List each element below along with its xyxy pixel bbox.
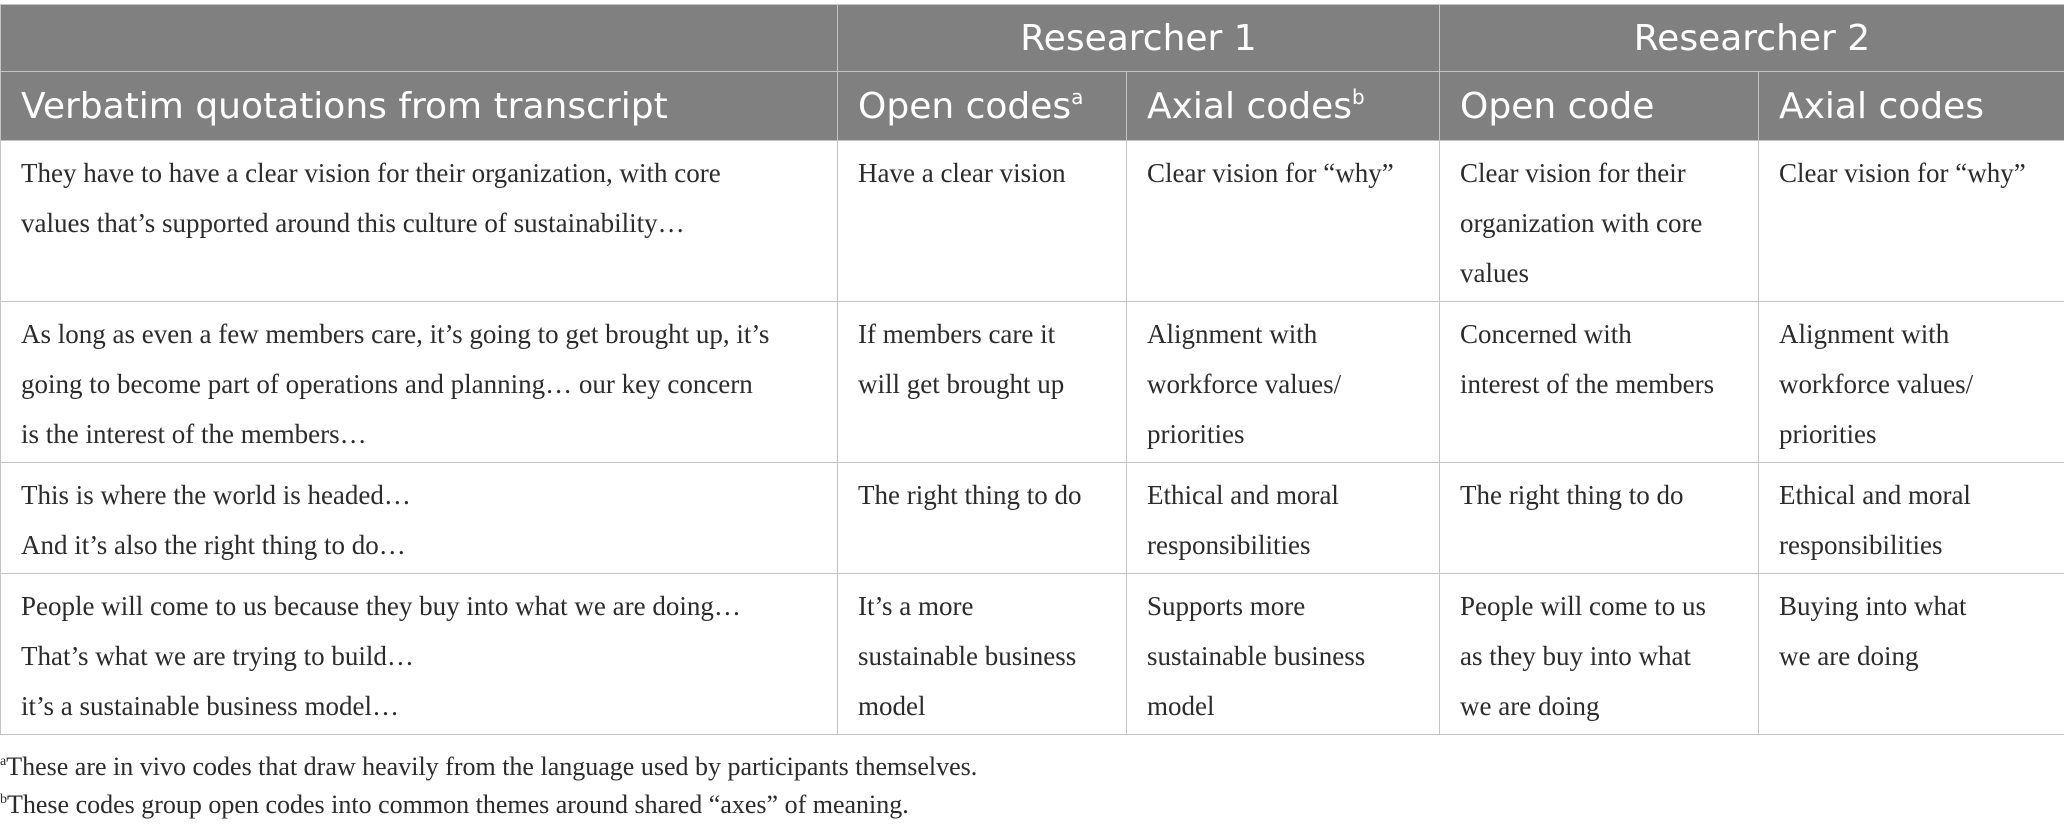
footnote-a: aThese are in vivo codes that draw heavi…	[0, 748, 977, 786]
cell-text-line: And it’s also the right thing to do…	[21, 530, 406, 560]
footnote-mark-b: b	[1352, 84, 1365, 109]
footnote-mark-a: a	[1071, 84, 1084, 109]
table-row: They have to have a clear vision for the…	[0, 140, 2064, 302]
cell-text-line: organization with core	[1460, 208, 1703, 238]
r2-open-code-cell: Clear vision for their organization with …	[1439, 140, 1759, 302]
cell-text-line: responsibilities	[1147, 530, 1311, 560]
table-body: They have to have a clear vision for the…	[0, 140, 2064, 735]
cell-text-line: Clear vision for “why”	[1779, 158, 2026, 188]
column-header-r1-axial: Axial codesb	[1126, 71, 1440, 141]
column-header-r1-open-label: Open codes	[858, 85, 1072, 127]
cell-text-line: model	[858, 691, 926, 721]
r1-open-code-cell: If members care it will get brought up	[837, 301, 1127, 463]
r2-open-code-cell: People will come to us as they buy into w…	[1439, 573, 1759, 735]
cell-text-line: That’s what we are trying to build…	[21, 641, 414, 671]
r1-axial-code-cell: Supports more sustainable business model	[1126, 573, 1440, 735]
column-header-quotes-label: Verbatim quotations from transcript	[21, 85, 668, 127]
footnotes: aThese are in vivo codes that draw heavi…	[0, 748, 977, 824]
cell-text-line: As long as even a few members care, it’s…	[21, 319, 770, 349]
footnote-b-mark: b	[0, 792, 7, 807]
cell-text-line: Clear vision for “why”	[1147, 158, 1394, 188]
cell-text-line: It’s a more	[858, 591, 974, 621]
table-row: As long as even a few members care, it’s…	[0, 301, 2064, 463]
quote-cell: This is where the world is headed… And it…	[0, 462, 838, 574]
footnote-a-mark: a	[0, 754, 7, 769]
table-row: People will come to us because they buy …	[0, 573, 2064, 735]
cell-text-line: sustainable business	[858, 641, 1077, 671]
cell-text-line: The right thing to do	[858, 480, 1082, 510]
column-header-r2-axial: Axial codes	[1758, 71, 2064, 141]
cell-text-line: responsibilities	[1779, 530, 1943, 560]
table-row: This is where the world is headed… And it…	[0, 462, 2064, 574]
quote-cell: As long as even a few members care, it’s…	[0, 301, 838, 463]
cell-text-line: Concerned with	[1460, 319, 1632, 349]
cell-text-line: Alignment with	[1147, 319, 1318, 349]
cell-text-line: will get brought up	[858, 369, 1065, 399]
cell-text-line: Supports more	[1147, 591, 1306, 621]
cell-text-line: interest of the members	[1460, 369, 1715, 399]
cell-text-line: workforce values/	[1779, 369, 1974, 399]
r1-axial-code-cell: Clear vision for “why”	[1126, 140, 1440, 302]
coding-table: Researcher 1 Researcher 2 Verbatim quota…	[0, 4, 2064, 735]
cell-text-line: is the interest of the members…	[21, 419, 367, 449]
cell-text-line: workforce values/	[1147, 369, 1342, 399]
cell-text-line: Ethical and moral	[1147, 480, 1339, 510]
cell-text-line: Clear vision for their	[1460, 158, 1686, 188]
quote-cell: They have to have a clear vision for the…	[0, 140, 838, 302]
footnote-b-text: These codes group open codes into common…	[7, 790, 909, 819]
cell-text-line: This is where the world is headed…	[21, 480, 411, 510]
r1-axial-code-cell: Alignment with workforce values/prioritie…	[1126, 301, 1440, 463]
cell-text-line: as they buy into what	[1460, 641, 1691, 671]
group-header-researcher-2: Researcher 2	[1439, 4, 2064, 72]
group-header-blank	[0, 4, 838, 72]
cell-text-line: we are doing	[1779, 641, 1919, 671]
cell-text-line: The right thing to do	[1460, 480, 1684, 510]
cell-text-line: Ethical and moral	[1779, 480, 1971, 510]
r1-axial-code-cell: Ethical and moral responsibilities	[1126, 462, 1440, 574]
cell-text-line: priorities	[1779, 419, 1877, 449]
cell-text-line: People will come to us because they buy …	[21, 591, 741, 621]
r1-open-code-cell: Have a clear vision	[837, 140, 1127, 302]
footnote-b: bThese codes group open codes into commo…	[0, 786, 977, 824]
r1-open-code-cell: The right thing to do	[837, 462, 1127, 574]
cell-text-line: Have a clear vision	[858, 158, 1066, 188]
coding-table-container: Researcher 1 Researcher 2 Verbatim quota…	[0, 4, 2064, 735]
column-header-r2-open-label: Open code	[1460, 85, 1655, 127]
cell-text-line: Alignment with	[1779, 319, 1950, 349]
cell-text-line: we are doing	[1460, 691, 1600, 721]
cell-text-line: model	[1147, 691, 1215, 721]
r2-open-code-cell: Concerned with interest of the members	[1439, 301, 1759, 463]
r2-axial-code-cell: Buying into what we are doing	[1758, 573, 2064, 735]
r2-axial-code-cell: Alignment with workforce values/prioritie…	[1758, 301, 2064, 463]
cell-text-line: values that’s supported around this cult…	[21, 208, 685, 238]
cell-text-line: values	[1460, 258, 1529, 288]
group-header-researcher-1: Researcher 1	[837, 4, 1440, 72]
column-header-r1-axial-label: Axial codes	[1147, 85, 1353, 127]
r2-axial-code-cell: Ethical and moral responsibilities	[1758, 462, 2064, 574]
cell-text-line: it’s a sustainable business model…	[21, 691, 399, 721]
column-header-r2-open: Open code	[1439, 71, 1759, 141]
r2-axial-code-cell: Clear vision for “why”	[1758, 140, 2064, 302]
cell-text-line: If members care it	[858, 319, 1056, 349]
column-header-r2-axial-label: Axial codes	[1779, 85, 1985, 127]
cell-text-line: People will come to us	[1460, 591, 1706, 621]
cell-text-line: going to become part of operations and p…	[21, 369, 753, 399]
footnote-a-text: These are in vivo codes that draw heavil…	[6, 752, 978, 781]
column-header-quotes: Verbatim quotations from transcript	[0, 71, 838, 141]
group-header-row: Researcher 1 Researcher 2	[0, 4, 2064, 72]
r1-open-code-cell: It’s a more sustainable business model	[837, 573, 1127, 735]
cell-text-line: They have to have a clear vision for the…	[21, 158, 721, 188]
column-header-r1-open: Open codesa	[837, 71, 1127, 141]
column-header-row: Verbatim quotations from transcript Open…	[0, 71, 2064, 141]
cell-text-line: Buying into what	[1779, 591, 1967, 621]
r2-open-code-cell: The right thing to do	[1439, 462, 1759, 574]
cell-text-line: sustainable business	[1147, 641, 1366, 671]
cell-text-line: priorities	[1147, 419, 1245, 449]
quote-cell: People will come to us because they buy …	[0, 573, 838, 735]
